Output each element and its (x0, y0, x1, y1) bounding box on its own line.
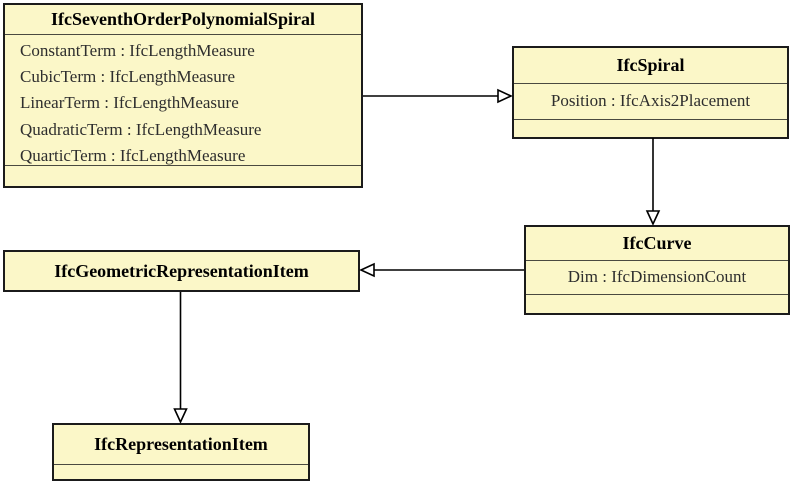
hollow-triangle-arrowhead-icon (359, 262, 375, 278)
attribute-line: QuadraticTerm : IfcLengthMeasure (20, 119, 262, 139)
inheritance-arrow-spiral7-to-spiral (363, 88, 513, 104)
hollow-triangle-arrowhead-icon (645, 210, 661, 226)
hollow-triangle-arrowhead-icon (173, 408, 188, 424)
inheritance-arrow-spiral-to-curve (645, 138, 661, 226)
class-box-ifcrepresentationitem: IfcRepresentationItem (52, 423, 310, 481)
class-attributes: ConstantTerm : IfcLengthMeasure CubicTer… (5, 34, 361, 165)
attribute-line: ConstantTerm : IfcLengthMeasure (20, 41, 255, 60)
class-empty-compartment (5, 165, 361, 186)
class-title: IfcGeometricRepresentationItem (54, 260, 309, 281)
class-box-ifccurve: IfcCurve Dim : IfcDimensionCount (524, 225, 790, 315)
class-title: IfcRepresentationItem (94, 434, 268, 454)
attribute-line: Position : IfcAxis2Placement (550, 91, 751, 111)
class-empty-compartment (526, 294, 788, 313)
class-empty-compartment (514, 119, 787, 137)
inheritance-arrow-geomrep-to-repitem (173, 292, 188, 424)
attribute-line: QuarticTerm : IfcLengthMeasure (20, 145, 246, 165)
inheritance-arrow-curve-to-geomrep (359, 262, 524, 278)
class-empty-compartment (54, 464, 308, 479)
class-title: IfcSpiral (616, 55, 685, 75)
attribute-line: LinearTerm : IfcLengthMeasure (20, 93, 239, 113)
attribute-line: Dim : IfcDimensionCount (567, 267, 747, 287)
class-attributes: Position : IfcAxis2Placement (514, 83, 787, 119)
class-box-ifcspiral: IfcSpiral Position : IfcAxis2Placement (512, 46, 789, 139)
class-title: IfcSeventhOrderPolynomialSpiral (51, 9, 315, 29)
class-box-ifcgeometricrepresentationitem: IfcGeometricRepresentationItem (3, 250, 360, 292)
attribute-line: CubicTerm : IfcLengthMeasure (20, 67, 236, 87)
class-title: IfcCurve (622, 233, 692, 253)
class-box-ifcseventhorderpolynomialspiral: IfcSeventhOrderPolynomialSpiral Constant… (3, 3, 363, 188)
class-attributes: Dim : IfcDimensionCount (526, 260, 788, 294)
hollow-triangle-arrowhead-icon (497, 88, 513, 104)
